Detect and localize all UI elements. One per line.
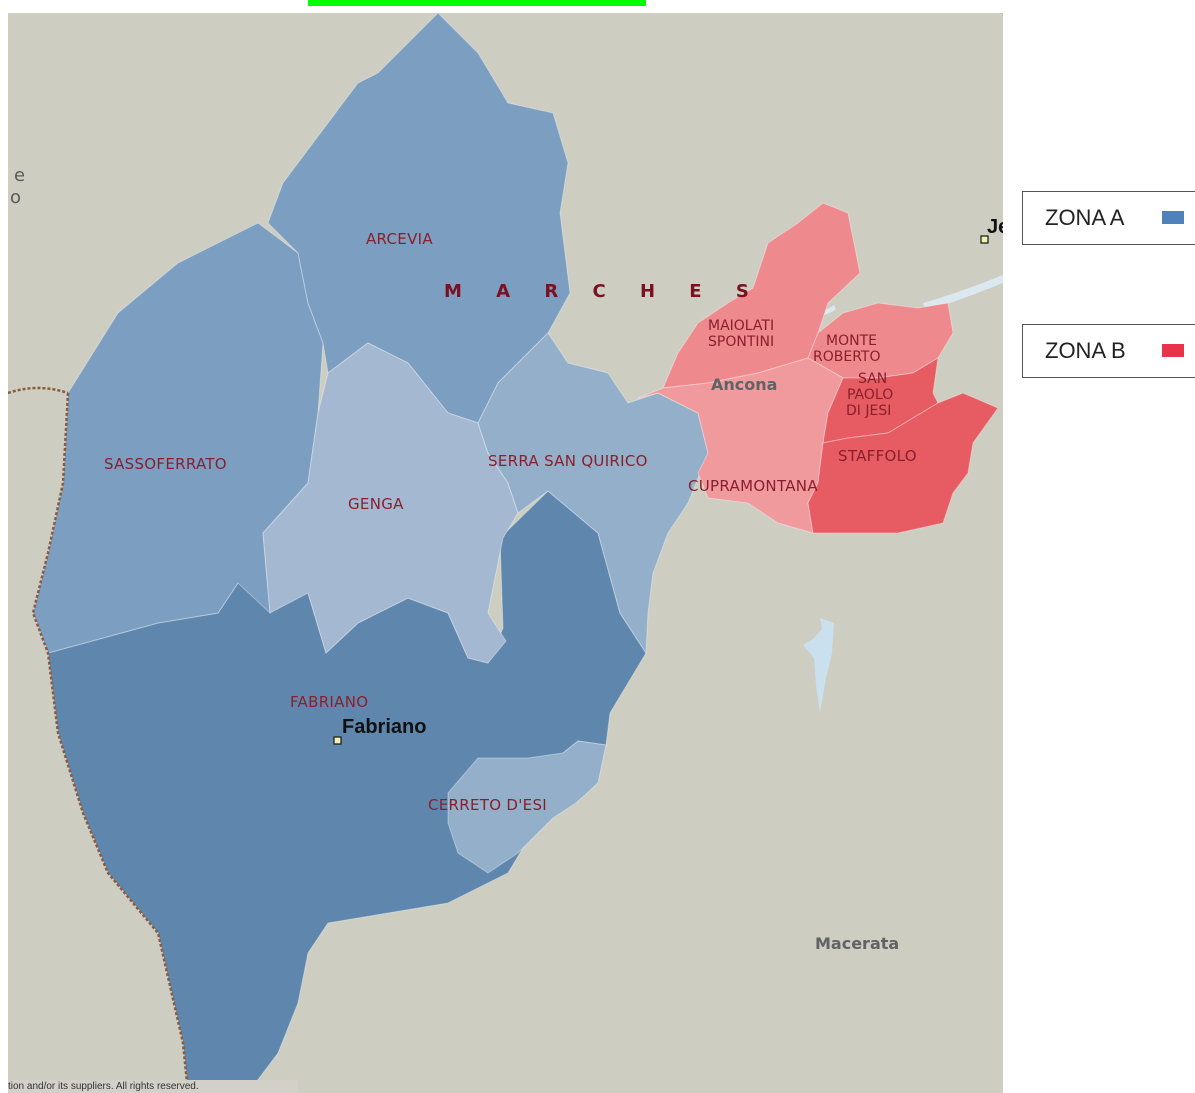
label-genga: GENGA: [348, 495, 404, 513]
copyright-notice: tion and/or its suppliers. All rights re…: [8, 1080, 298, 1093]
legend-zona-b: ZONA B: [1022, 324, 1195, 378]
label-city-ancona: Ancona: [711, 375, 777, 394]
label-cerreto-desi: CERRETO D'ESI: [428, 796, 547, 814]
lake: [803, 618, 834, 713]
label-spontini: SPONTINI: [708, 334, 774, 350]
legend-swatch-b: [1162, 344, 1184, 357]
legend-label-a: ZONA A: [1045, 205, 1125, 230]
label-edge-right: Je: [987, 216, 1003, 238]
label-city-macerata: Macerata: [815, 934, 899, 953]
label-san: SAN: [858, 371, 887, 387]
label-paolo: PAOLO: [847, 387, 893, 403]
city-marker-edge: [980, 235, 989, 244]
region-cerreto-desi[interactable]: [447, 740, 607, 874]
region-border: [31, 392, 190, 1093]
label-arcevia: ARCEVIA: [366, 230, 433, 248]
city-marker-fabriano: [333, 736, 342, 745]
legend-swatch-a: [1162, 211, 1184, 224]
label-cupramontana: CUPRAMONTANA: [688, 477, 818, 495]
map-canvas[interactable]: ARCEVIA M A R C H E S SASSOFERRATO GENGA…: [8, 13, 1003, 1093]
label-di-jesi: DI JESI: [846, 403, 891, 419]
map-frame[interactable]: ARCEVIA M A R C H E S SASSOFERRATO GENGA…: [8, 13, 1003, 1093]
region-genga[interactable]: [262, 342, 519, 664]
label-sassoferrato: SASSOFERRATO: [104, 455, 227, 473]
label-staffolo: STAFFOLO: [838, 447, 917, 465]
label-fabriano-region: FABRIANO: [290, 693, 368, 711]
label-maiolati: MAIOLATI: [708, 318, 774, 334]
legend-label-b: ZONA B: [1045, 338, 1126, 363]
highlight-bar: [308, 0, 646, 6]
region-border-edge: [8, 386, 69, 395]
region-serra-san-quirico[interactable]: [477, 332, 709, 655]
label-serra-san-quirico: SERRA SAN QUIRICO: [488, 452, 648, 470]
region-monte-roberto[interactable]: [807, 302, 954, 379]
label-city-fabriano: Fabriano: [342, 716, 426, 738]
label-edge-left-2: o: [10, 187, 21, 208]
label-edge-left-1: e: [14, 165, 25, 186]
label-monte: MONTE: [826, 333, 877, 349]
label-roberto: ROBERTO: [813, 349, 880, 365]
river: [923, 275, 1003, 311]
legend-zona-a: ZONA A: [1022, 191, 1195, 245]
region-staffolo[interactable]: [807, 392, 999, 534]
label-province: M A R C H E S: [444, 281, 763, 302]
